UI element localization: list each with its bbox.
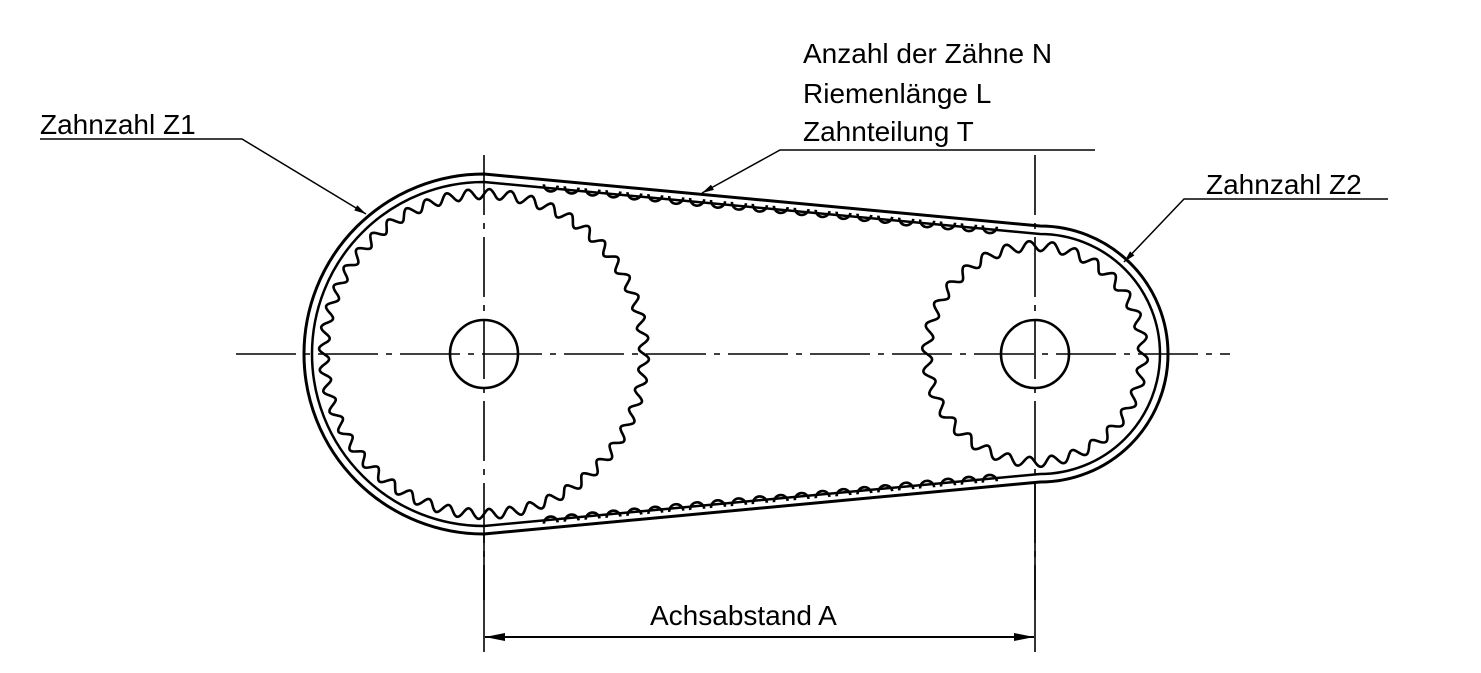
leader-lines (40, 138, 1388, 263)
belt (302, 172, 1170, 536)
dimension-center-distance (483, 482, 1036, 652)
label-tooth-count: Anzahl der Zähne N (803, 38, 1053, 69)
label-center-distance: Achsabstand A (650, 600, 837, 631)
belt-teeth (542, 184, 999, 524)
label-tooth-pitch: Zahnteilung T (803, 116, 974, 147)
center-lines (236, 155, 1230, 600)
label-belt-length: Riemenlänge L (803, 78, 992, 109)
small-pulley-z2 (920, 239, 1150, 469)
label-z1: Zahnzahl Z1 (40, 109, 196, 140)
bore-z2 (999, 318, 1071, 390)
label-z2: Zahnzahl Z2 (1206, 169, 1362, 200)
large-pulley-z1 (317, 187, 651, 521)
bore-z1 (448, 318, 520, 390)
